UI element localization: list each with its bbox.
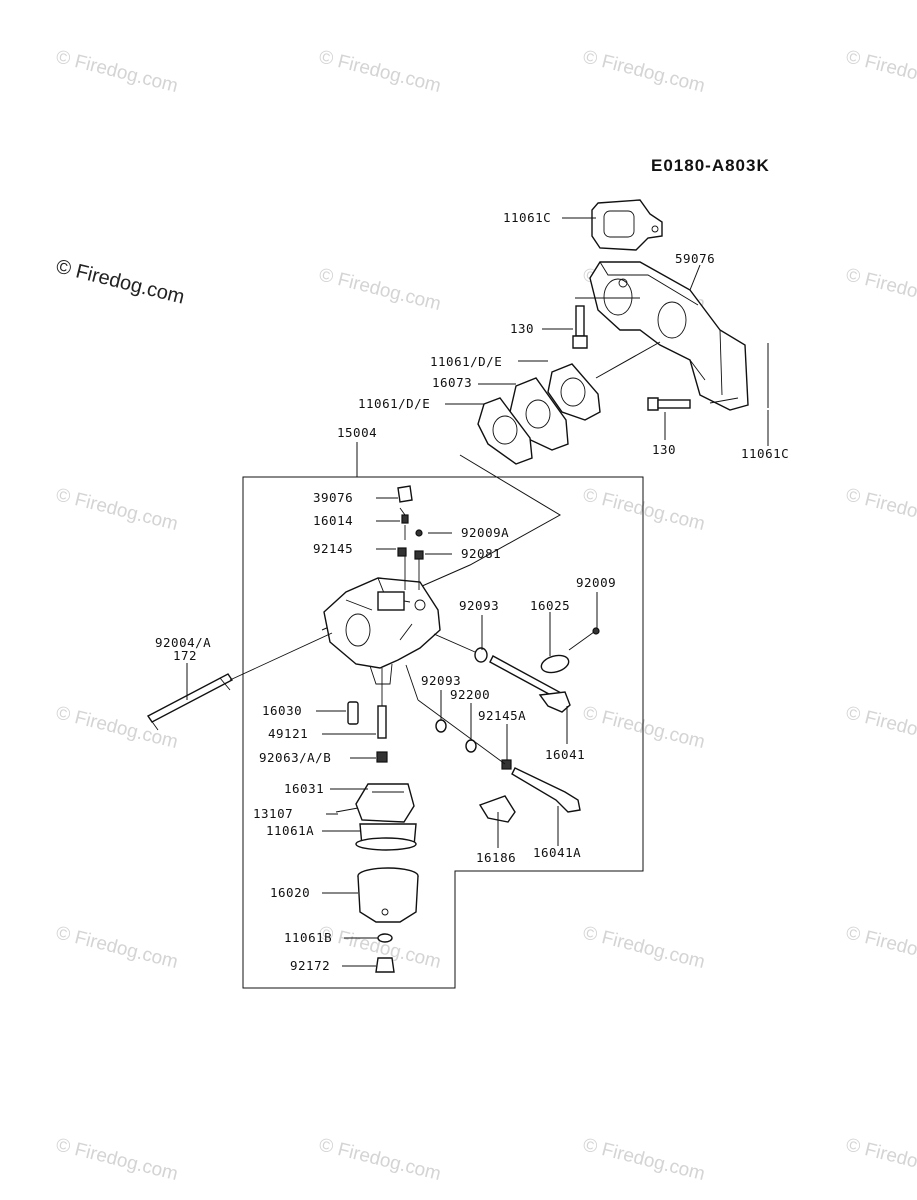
watermark: © Firedog.com: [844, 484, 917, 535]
label-11061c-right: 11061C: [741, 446, 789, 461]
bolt-130-top-part: [572, 305, 588, 349]
watermark: © Firedog.com: [581, 702, 707, 753]
label-15004: 15004: [337, 425, 377, 440]
label-16025: 16025: [530, 598, 570, 613]
watermarks: © Firedog.com © Firedog.com © Firedog.co…: [54, 46, 917, 1185]
label-11061b: 11061B: [284, 930, 332, 945]
label-13107: 13107: [253, 806, 293, 821]
label-39076: 39076: [313, 490, 353, 505]
part-labels: 11061C 59076 130 11061/D/E 16073 11061/D…: [155, 210, 789, 973]
label-92093-a: 92093: [459, 598, 499, 613]
carburetor-body-part: [323, 577, 441, 685]
idle-screw-part: [146, 632, 333, 731]
label-16014: 16014: [313, 513, 353, 528]
label-16073: 16073: [432, 375, 472, 390]
label-16041a: 16041A: [533, 845, 581, 860]
watermark: © Firedog.com: [581, 1134, 707, 1185]
label-11061c-top: 11061C: [503, 210, 551, 225]
lower-parts: [335, 668, 419, 973]
watermark: © Firedog.com: [844, 922, 917, 973]
label-92009: 92009: [576, 575, 616, 590]
watermark: © Firedog.com: [317, 46, 443, 97]
label-130-bottom: 130: [652, 442, 676, 457]
intake-manifold-part: [589, 261, 749, 411]
watermark: © Firedog.com: [54, 1134, 180, 1185]
label-16186: 16186: [476, 850, 516, 865]
watermark: © Firedog.com: [581, 46, 707, 97]
watermark: © Firedog.com: [54, 484, 180, 535]
label-11061a: 11061A: [266, 823, 314, 838]
label-92063ab: 92063/A/B: [259, 750, 331, 765]
label-49121: 49121: [268, 726, 308, 741]
watermark-strong: © Firedog.com: [54, 256, 187, 309]
label-16020: 16020: [270, 885, 310, 900]
watermark: © Firedog.com: [317, 1134, 443, 1185]
watermark: © Firedog.com: [581, 922, 707, 973]
watermark: © Firedog.com: [317, 264, 443, 315]
label-92145: 92145: [313, 541, 353, 556]
label-16041: 16041: [545, 747, 585, 762]
label-92004a: 92004/A: [155, 635, 211, 650]
carburetor-assembly-box: [242, 476, 644, 989]
diagram-code: E0180-A803K: [651, 156, 770, 175]
label-92200: 92200: [450, 687, 490, 702]
label-172: 172: [173, 648, 197, 663]
leader-lines-carb: [186, 497, 598, 967]
watermark: © Firedog.com: [54, 922, 180, 973]
label-92145a: 92145A: [478, 708, 526, 723]
watermark: © Firedog.com: [844, 46, 917, 97]
label-130-top: 130: [510, 321, 534, 336]
watermark: © Firedog.com: [581, 484, 707, 535]
label-11061de-b: 11061/D/E: [358, 396, 430, 411]
label-92081: 92081: [461, 546, 501, 561]
label-16030: 16030: [262, 703, 302, 718]
label-59076: 59076: [675, 251, 715, 266]
gasket-11061c-top-part: [591, 199, 663, 251]
label-92009a: 92009A: [461, 525, 509, 540]
watermark: © Firedog.com: [54, 46, 180, 97]
label-92172: 92172: [290, 958, 330, 973]
gasket-stack-part: [477, 363, 601, 465]
watermark: © Firedog.com: [844, 1134, 917, 1185]
watermark: © Firedog.com: [844, 702, 917, 753]
label-92093-b: 92093: [421, 673, 461, 688]
choke-shaft-parts: [405, 664, 581, 823]
label-16031: 16031: [284, 781, 324, 796]
label-11061de-a: 11061/D/E: [430, 354, 502, 369]
throttle-shaft-parts: [433, 627, 600, 713]
bolt-130-bottom-part: [647, 397, 739, 411]
small-parts-top: [397, 485, 424, 590]
watermark: © Firedog.com: [844, 264, 917, 315]
